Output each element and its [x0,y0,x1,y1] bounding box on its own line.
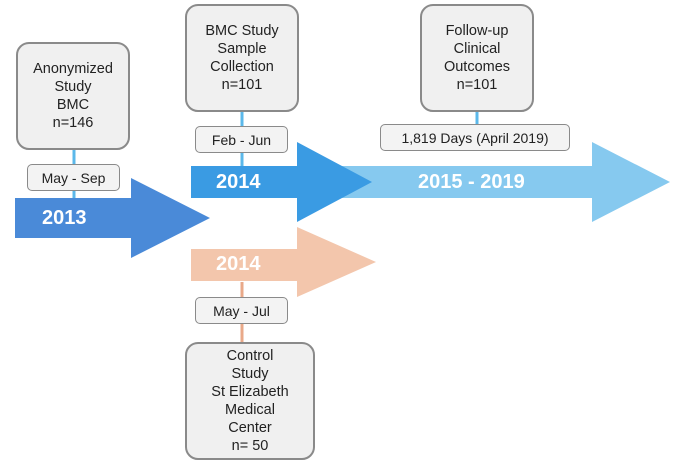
tag-may-jul: May - Jul [195,297,288,324]
box-follow-up-text: Follow-up Clinical Outcomes n=101 [443,23,511,93]
arrow-label-2013: 2013 [42,207,87,229]
arrow-2014-control [191,227,376,297]
arrow-label-2015-2019: 2015 - 2019 [418,171,525,193]
tag-feb-jun: Feb - Jun [195,126,288,153]
box-anonymized-study-text: Anonymized Study BMC n=146 [33,61,113,131]
tag-days: 1,819 Days (April 2019) [380,124,570,151]
arrow-label-2014-bmc: 2014 [216,171,261,193]
box-control-study: Control Study St Elizabeth Medical Cente… [185,342,315,460]
box-control-study-text: Control Study St Elizabeth Medical Cente… [211,348,289,454]
arrow-label-2014-control: 2014 [216,253,261,275]
arrow-2015-2019 [300,142,670,222]
box-follow-up: Follow-up Clinical Outcomes n=101 [420,4,534,112]
box-bmc-study-text: BMC Study Sample Collection n=101 [205,23,279,93]
arrow-2013 [15,178,210,258]
box-anonymized-study: Anonymized Study BMC n=146 [16,42,130,150]
tag-may-sep: May - Sep [27,164,120,191]
arrow-2014-bmc [191,142,372,222]
box-bmc-study: BMC Study Sample Collection n=101 [185,4,299,112]
